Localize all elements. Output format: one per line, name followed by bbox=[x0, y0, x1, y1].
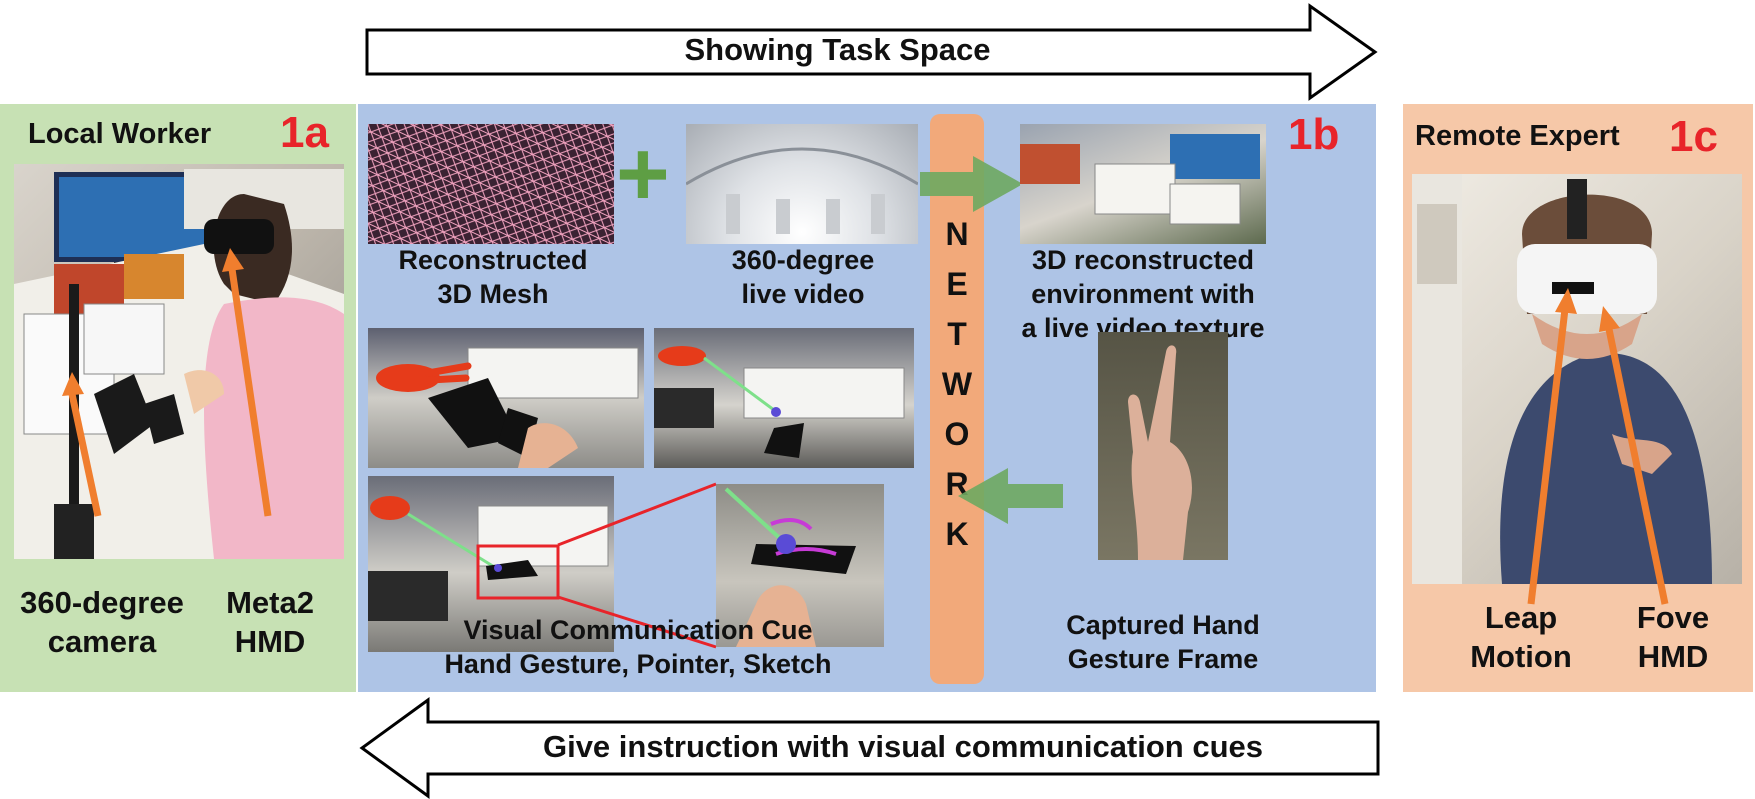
fove-pointer-arrowhead bbox=[1599, 306, 1620, 332]
top-arrow: Showing Task Space bbox=[365, 3, 1380, 101]
camera-caption: 360-degree camera bbox=[20, 585, 184, 659]
top-arrow-label: Showing Task Space bbox=[684, 32, 991, 67]
network-letter-e: E bbox=[946, 266, 968, 302]
camera-pointer-arrow bbox=[68, 393, 102, 517]
leap-motion-pointer-arrowhead bbox=[1555, 288, 1577, 314]
local-worker-photo bbox=[14, 164, 344, 559]
network-letter-w: W bbox=[941, 366, 973, 402]
environment-illustration bbox=[1020, 134, 1260, 225]
hand-gesture-cue-illustration bbox=[376, 347, 639, 468]
environment-caption: 3D reconstructed environment with a live… bbox=[1021, 245, 1265, 343]
meta2-hmd-caption: Meta2 HMD bbox=[226, 585, 314, 659]
captured-hand-image bbox=[1098, 332, 1228, 560]
captured-hand-caption: Captured Hand Gesture Frame bbox=[1066, 610, 1260, 674]
highlight-box bbox=[476, 544, 560, 600]
sketch-zoom-illustration bbox=[724, 487, 856, 647]
captured-hand-illustration bbox=[1128, 345, 1192, 560]
sketch-zoom-image bbox=[716, 484, 884, 647]
local-worker-title: Local Worker bbox=[28, 118, 212, 150]
remote-expert-title: Remote Expert bbox=[1415, 120, 1620, 152]
flow-arrows bbox=[920, 156, 1063, 524]
zoom-line-bottom bbox=[557, 595, 717, 649]
live-video-caption: 360-degree live video bbox=[731, 245, 875, 309]
zoom-lines bbox=[557, 482, 717, 649]
network-tag: 1b bbox=[1288, 110, 1340, 159]
network-letter-k: K bbox=[945, 516, 969, 552]
top-arrow-shape bbox=[365, 3, 1378, 101]
remote-expert-panel: Remote Expert 1c Leap Motion Fove HMD bbox=[1403, 104, 1753, 692]
environment-image bbox=[1020, 124, 1266, 244]
hand-gesture-cue-image bbox=[368, 328, 644, 468]
cue-caption: Visual Communication Cue Hand Gesture, P… bbox=[444, 615, 832, 679]
pointer-cue-image bbox=[654, 328, 914, 468]
network-letter-n: N bbox=[945, 216, 969, 252]
remote-expert-tag: 1c bbox=[1669, 112, 1718, 161]
hmd-pointer-arrowhead bbox=[222, 248, 244, 272]
live-video-panorama bbox=[686, 147, 918, 234]
leap-motion-caption: Leap Motion bbox=[1470, 600, 1572, 674]
sketch-cue-image bbox=[368, 476, 614, 652]
camera-pointer-arrowhead bbox=[62, 372, 84, 396]
bottom-arrow-label: Give instruction with visual communicati… bbox=[542, 729, 1264, 764]
leap-motion-pointer-arrow bbox=[1527, 308, 1569, 605]
zoom-line-top bbox=[557, 482, 717, 547]
mesh-wireframe bbox=[368, 124, 614, 244]
local-worker-panel: Local Worker 1a 360-degree camer bbox=[0, 104, 356, 692]
mesh-caption: Reconstructed 3D Mesh bbox=[398, 245, 588, 309]
sketch-cue-illustration bbox=[368, 496, 609, 621]
fove-hmd-caption: Fove HMD bbox=[1636, 600, 1710, 674]
plus-sign: + bbox=[616, 123, 670, 225]
network-letter-o: O bbox=[944, 416, 970, 452]
network-letter-r: R bbox=[945, 466, 969, 502]
local-worker-photo-illustration bbox=[14, 169, 344, 559]
bottom-arrow-shape bbox=[359, 697, 1380, 799]
live-video-image bbox=[686, 124, 918, 244]
mesh-image bbox=[368, 124, 614, 244]
hmd-pointer-arrow bbox=[228, 268, 272, 517]
fove-pointer-arrow bbox=[1605, 328, 1669, 605]
return-flow-arrow bbox=[958, 468, 1063, 524]
local-worker-tag: 1a bbox=[280, 108, 329, 157]
forward-flow-arrow bbox=[920, 156, 1023, 212]
network-panel: 1b + N E T W O R K bbox=[358, 104, 1376, 692]
bottom-arrow: Give instruction with visual communicati… bbox=[359, 697, 1380, 799]
local-annotation-arrows bbox=[62, 248, 272, 517]
network-letter-t: T bbox=[947, 316, 967, 352]
remote-annotation-arrows bbox=[1527, 288, 1669, 605]
pointer-cue-illustration bbox=[654, 346, 905, 458]
